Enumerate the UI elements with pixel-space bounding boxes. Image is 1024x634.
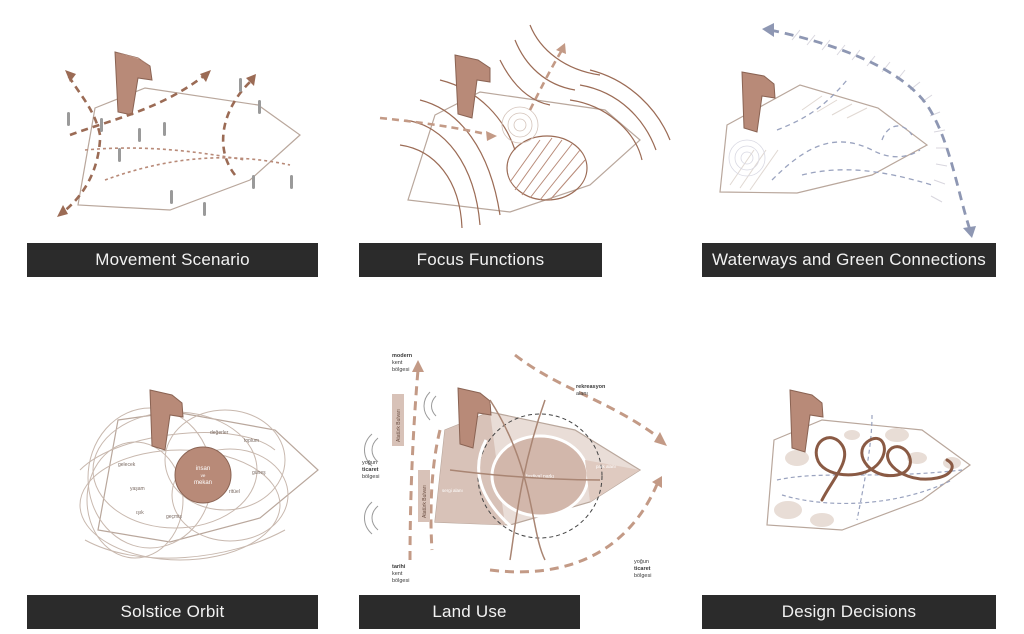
label-yogun-bottom-2: ticaret [634, 566, 651, 572]
panel-focus-functions: Focus Functions [340, 0, 682, 290]
orbit-label-3: gelecek [118, 462, 136, 468]
label-yogun-bottom-3: bölgesi [634, 573, 651, 579]
label-tarihi-2: kent [392, 571, 403, 577]
label-rekreasyon-1: rekreasyon [576, 384, 606, 390]
orbit-label-1: değerler [210, 430, 229, 436]
solstice-orbit-diagram: insan ve mekan değerler toplum gelecek g… [79, 389, 319, 561]
orbit-label-6: ritüel [229, 489, 240, 495]
label-tarihi-1: tarihi [392, 564, 406, 570]
label-yogun-top-3: bölgesi [362, 474, 379, 480]
orbit-label-7: ışık [136, 510, 144, 516]
label-tarihi-3: bölgesi [392, 578, 409, 584]
zone-label-c: park alanı [596, 464, 616, 469]
label-rekreasyon-2: alanı [576, 391, 588, 397]
land-use-diagram: tören alanı festival parkı park alanı se… [362, 353, 667, 584]
caption-movement-scenario: Movement Scenario [27, 243, 318, 277]
panel-solstice-orbit: insan ve mekan değerler toplum gelecek g… [0, 330, 340, 634]
label-modern-3: bölgesi [392, 367, 409, 373]
design-decisions-diagram [766, 389, 972, 531]
waterways-diagram [719, 23, 976, 238]
caption-solstice-orbit: Solstice Orbit [27, 595, 318, 629]
label-yogun-top-1: yoğun [362, 460, 377, 466]
orbit-label-8: geçmiş [166, 514, 182, 520]
orbit-center-line2: ve [201, 473, 206, 478]
zone-label-a: tören alanı [490, 400, 511, 405]
caption-design-decisions: Design Decisions [702, 595, 996, 629]
orbit-center-line1: insan [196, 466, 210, 472]
panel-design-decisions: Design Decisions [682, 330, 1024, 634]
panel-land-use: tören alanı festival parkı park alanı se… [340, 330, 682, 634]
caption-focus-functions: Focus Functions [359, 243, 602, 277]
axis-label-bottom: Atatürk Bulvarı [422, 485, 428, 518]
axis-label-top: Atatürk Bulvarı [396, 409, 402, 442]
zone-label-d: sergi alanı [442, 488, 463, 493]
caption-waterways: Waterways and Green Connections [702, 243, 996, 277]
focus-functions-diagram [379, 24, 671, 229]
label-yogun-bottom-1: yoğun [634, 559, 649, 565]
label-yogun-top-2: ticaret [362, 467, 379, 473]
panel-movement-scenario: Movement Scenario [0, 0, 340, 290]
orbit-center-line3: mekan [194, 480, 212, 486]
movement-scenario-diagram [57, 51, 301, 217]
zone-label-b: festival parkı [526, 474, 554, 480]
orbit-label-2: toplum [244, 438, 259, 444]
label-modern-2: kent [392, 360, 403, 366]
panel-waterways: Waterways and Green Connections [682, 0, 1024, 290]
label-modern-1: modern [392, 353, 413, 359]
orbit-label-5: yaşam [130, 486, 145, 492]
caption-land-use: Land Use [359, 595, 580, 629]
orbit-label-4: güneş [252, 470, 266, 476]
